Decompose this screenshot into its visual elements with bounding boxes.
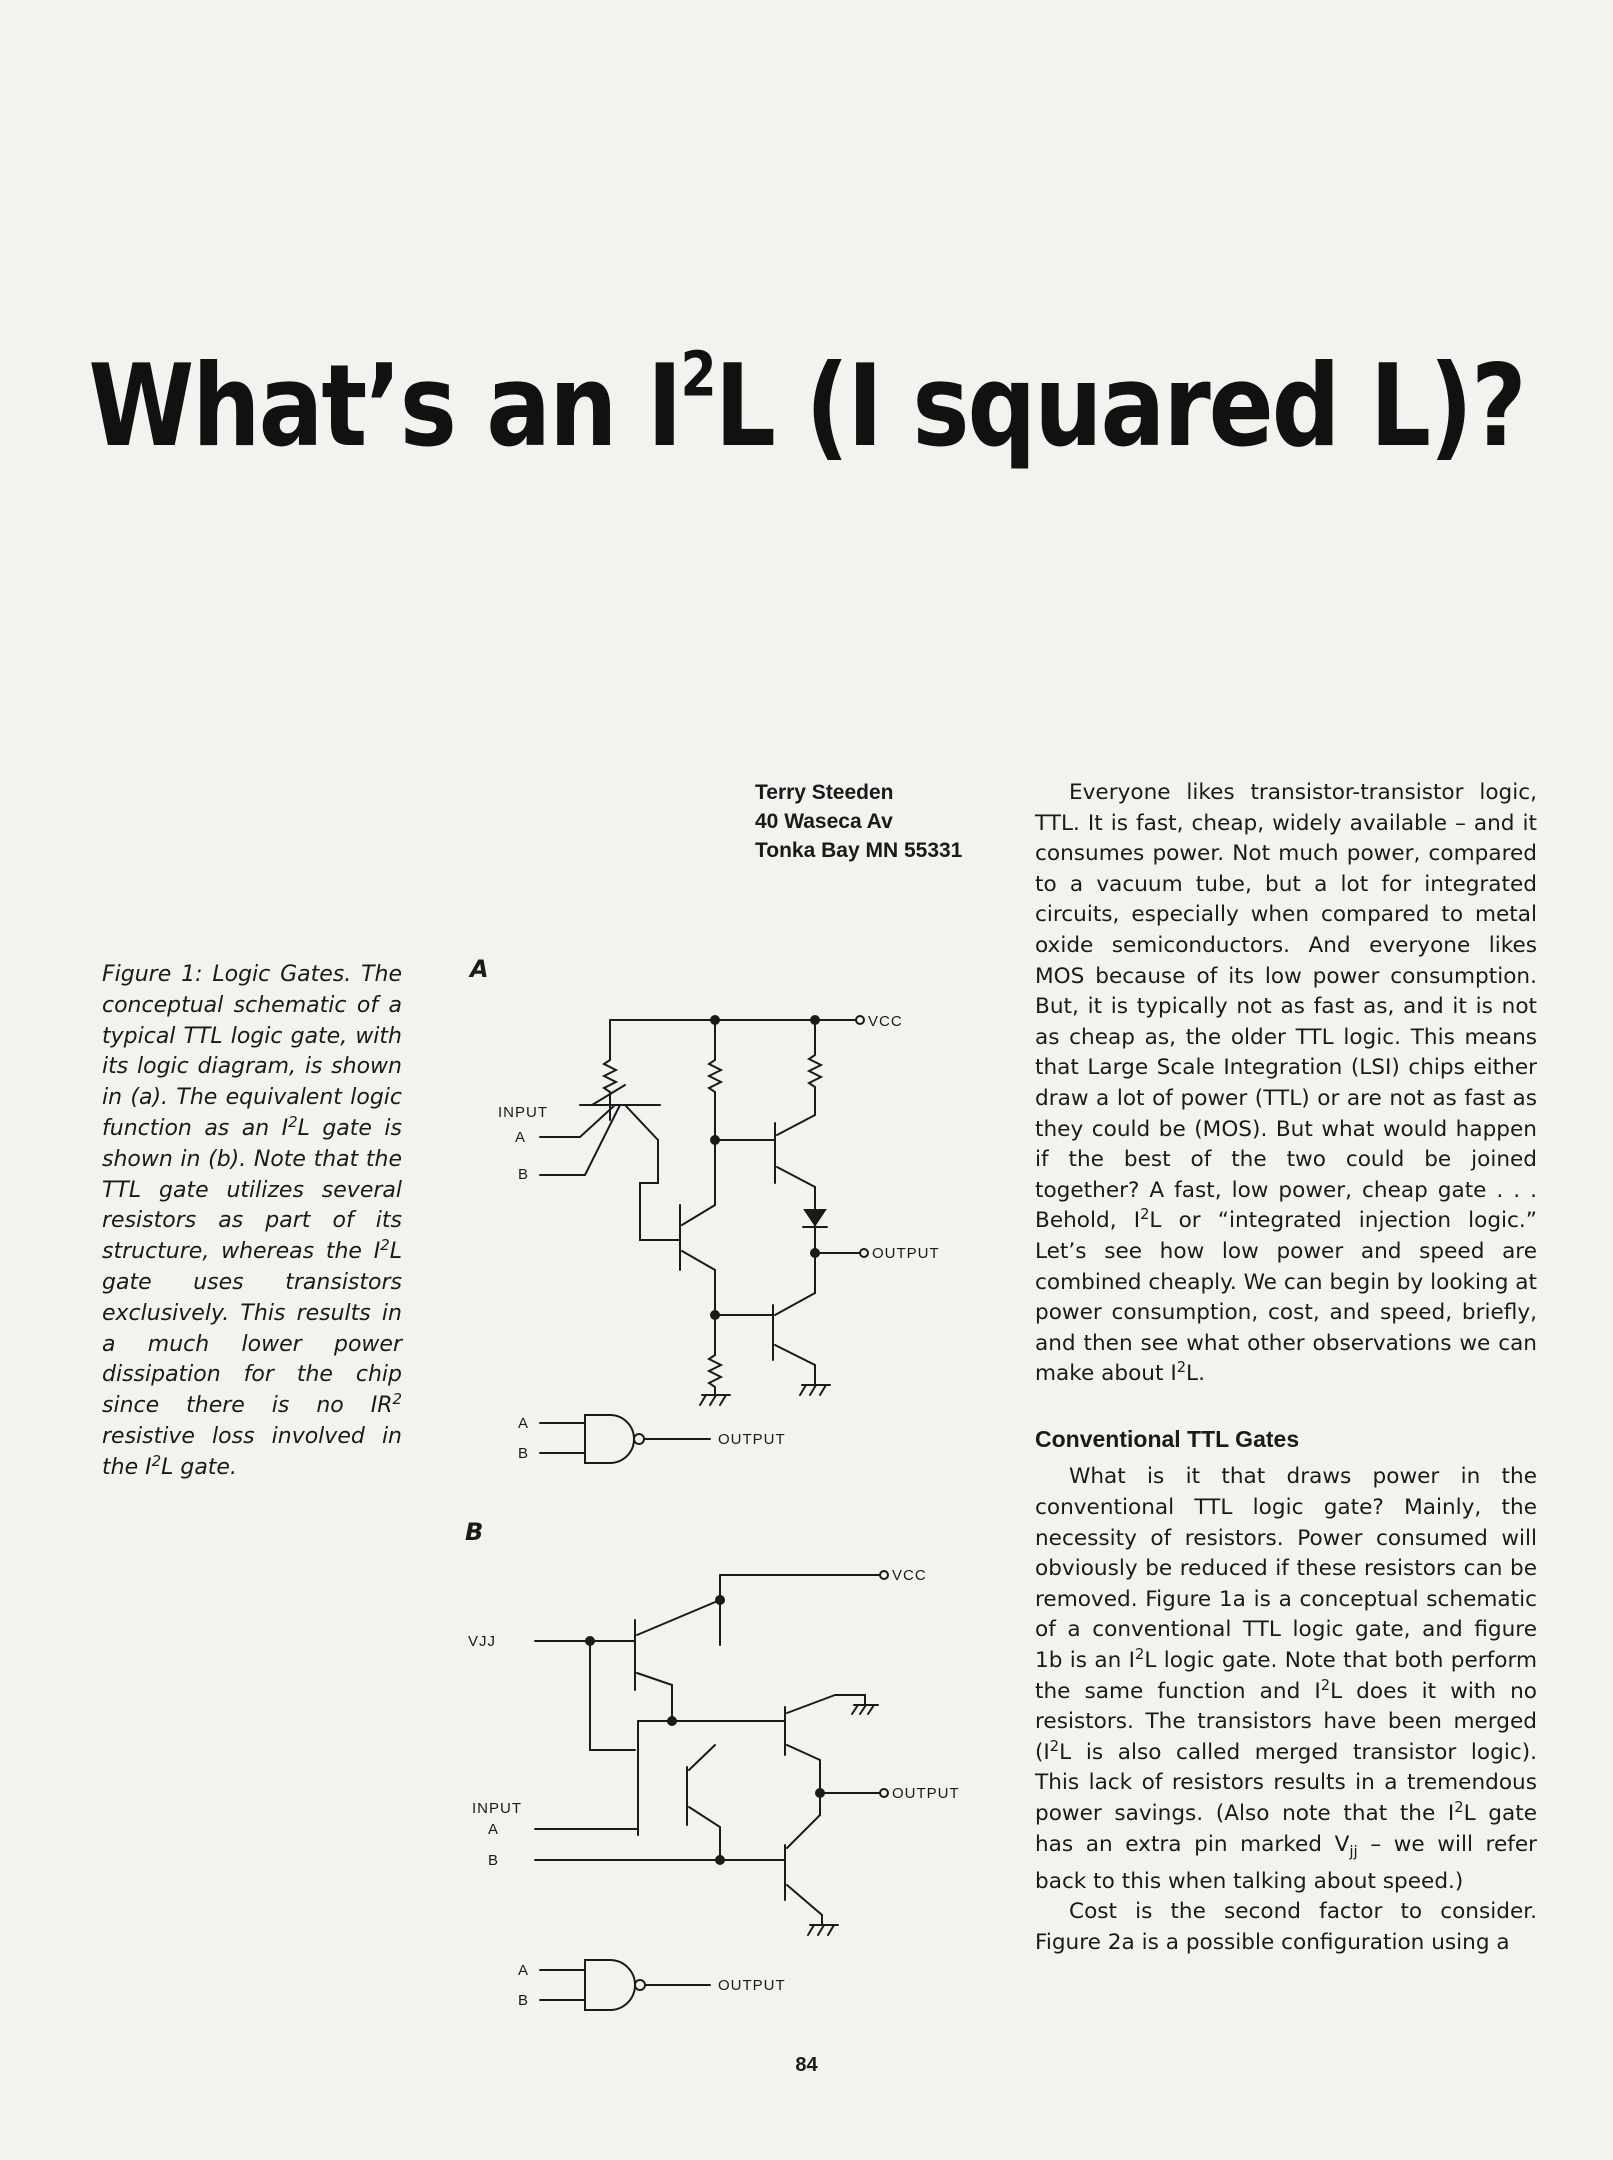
vcc-label: VCC [868, 1013, 903, 1030]
input-label: INPUT [498, 1104, 548, 1121]
nand-a-output: OUTPUT [718, 1431, 786, 1448]
paragraph-3: Cost is the second factor to consider. F… [1035, 1899, 1537, 1955]
section-heading: Conventional TTL Gates [1035, 1425, 1300, 1452]
nand-a-input-b: B [518, 1445, 529, 1462]
input-a-label: A [515, 1129, 526, 1146]
vjj-label: VJJ [468, 1633, 496, 1650]
input-label-b: INPUT [472, 1800, 522, 1817]
logic-gate-schematic: A VCC INPUT A B OUTPUT A B OUTPUT B VCC … [465, 955, 960, 2011]
nand-b-input-b: B [518, 1992, 529, 2009]
figure-label-b: B [465, 1518, 483, 1546]
figure-caption: Figure 1: Logic Gates. The conceptual sc… [102, 962, 402, 1480]
page-number: 84 [795, 2054, 818, 2076]
output-label-b: OUTPUT [892, 1785, 960, 1802]
input-b-label: B [518, 1166, 529, 1183]
nand-b-output: OUTPUT [718, 1977, 786, 1994]
output-label: OUTPUT [872, 1245, 940, 1262]
article-title: What’s an I2L (I squared L)? [88, 340, 1526, 473]
input-a-label-b: A [488, 1821, 499, 1838]
author-city: Tonka Bay MN 55331 [755, 839, 963, 862]
nand-a-input-a: A [518, 1415, 529, 1432]
author-byline: Terry Steeden 40 Waseca Av Tonka Bay MN … [755, 778, 962, 865]
author-name: Terry Steeden [755, 781, 894, 804]
author-street: 40 Waseca Av [755, 810, 893, 833]
nand-b-input-a: A [518, 1962, 529, 1979]
vcc-label-b: VCC [892, 1567, 927, 1584]
paragraph-2: What is it that draws power in the conve… [1035, 1464, 1537, 1894]
body-column: Everyone likes transistor-transistor log… [1035, 778, 1537, 1958]
paragraph-1: Everyone likes transistor-transistor log… [1035, 780, 1537, 1387]
figure-label-a: A [468, 955, 489, 983]
input-b-label-b: B [488, 1852, 499, 1869]
